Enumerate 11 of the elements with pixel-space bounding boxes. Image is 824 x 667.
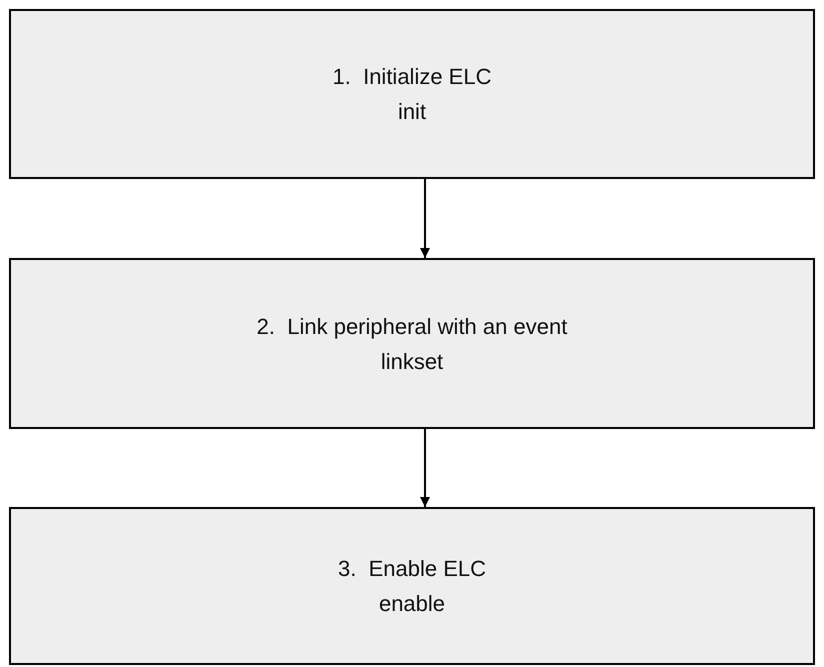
- step-title: 3. Enable ELC: [338, 555, 486, 583]
- step-title: 2. Link peripheral with an event: [256, 312, 568, 341]
- process-box: [9, 9, 815, 179]
- arrow: [420, 429, 430, 507]
- function-name: init: [398, 98, 426, 126]
- process-box: [9, 258, 815, 429]
- function-name: linkset: [380, 348, 444, 376]
- arrow: [420, 179, 430, 258]
- process-box: [9, 507, 815, 665]
- step-title: 1. Initialize ELC: [332, 63, 492, 91]
- function-name: enable: [378, 590, 446, 618]
